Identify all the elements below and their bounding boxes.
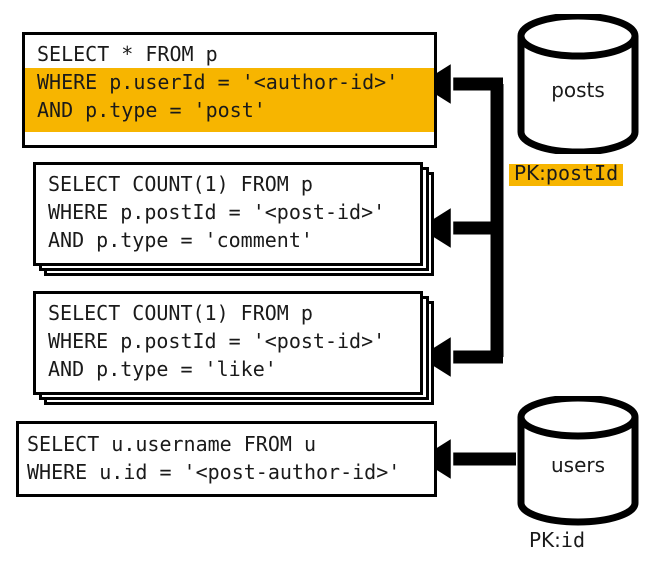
query-line-highlighted: AND p.type = 'post' [25, 96, 434, 132]
collection-label-posts: posts [551, 78, 605, 102]
query-line: WHERE u.id = '<post-author-id>' [27, 460, 401, 484]
cylinder-shape-users [517, 394, 639, 526]
collection-cylinder-posts[interactable]: posts [516, 12, 640, 156]
pk-label-users: PK:id [529, 527, 585, 555]
pk-prefix: PK: [529, 528, 561, 552]
query-box-post-author-username[interactable]: SELECT u.username FROM u WHERE u.id = '<… [16, 421, 437, 497]
query-line-highlighted: WHERE p.userId = '<author-id>' [25, 68, 434, 96]
query-line: SELECT u.username FROM u [27, 432, 316, 456]
query-line: WHERE p.postId = '<post-id>' [48, 329, 386, 353]
query-line: SELECT COUNT(1) FROM p [48, 301, 313, 325]
query-line: SELECT * FROM p [37, 42, 218, 66]
query-line: AND p.type = 'like' [48, 357, 277, 381]
pk-value: postId [545, 161, 619, 185]
pk-prefix: PK: [514, 161, 546, 185]
query-line: AND p.type = 'comment' [48, 228, 313, 252]
query-line: SELECT COUNT(1) FROM p [48, 172, 313, 196]
pk-label-posts: PK:postId [509, 160, 624, 188]
pk-value: id [560, 528, 586, 552]
collection-cylinder-users[interactable]: users [516, 394, 640, 526]
cylinder-shape-posts [517, 12, 639, 156]
query-box-posts-by-author[interactable]: SELECT * FROM p WHERE p.userId = '<autho… [22, 32, 437, 148]
query-box-like-count[interactable]: SELECT COUNT(1) FROM p WHERE p.postId = … [33, 291, 423, 395]
pk-highlight-posts: PK:postId [509, 161, 624, 186]
collection-label-users: users [550, 453, 606, 477]
query-box-comment-count[interactable]: SELECT COUNT(1) FROM p WHERE p.postId = … [33, 162, 423, 266]
query-line: WHERE p.postId = '<post-id>' [48, 200, 386, 224]
